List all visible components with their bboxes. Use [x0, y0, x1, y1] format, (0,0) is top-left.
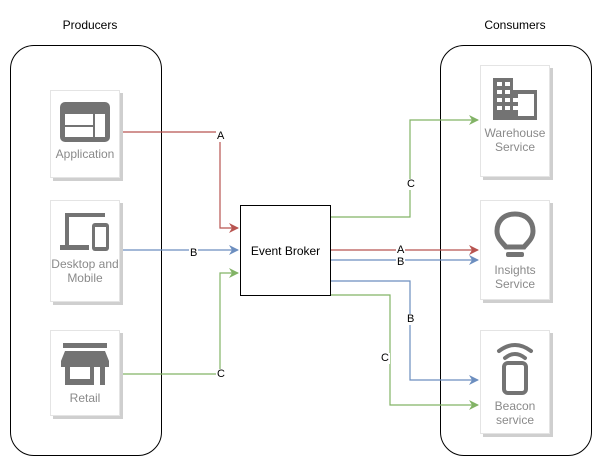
consumer-card-warehouse[interactable]: Warehouse Service [480, 65, 550, 177]
producers-title: Producers [62, 18, 118, 32]
wire-retail-to-broker [120, 268, 239, 375]
producer-label: Application [55, 147, 115, 161]
lightbulb-icon [494, 211, 536, 257]
wire-label-c: C [406, 178, 416, 190]
building-icon [493, 78, 537, 120]
consumers-title: Consumers [484, 18, 546, 32]
wire-label-b: B [406, 313, 416, 325]
consumer-label: Warehouse Service [484, 126, 546, 154]
wire-label-a: A [216, 130, 226, 142]
producer-card-retail[interactable]: Retail [50, 330, 120, 416]
producer-label: Desktop and Mobile [51, 257, 119, 285]
storefront-icon [61, 343, 109, 385]
wire-label-b: B [396, 256, 406, 268]
beacon-phone-icon [497, 343, 533, 395]
wire-broker-to-beacon-b [331, 280, 479, 385]
consumer-card-insights[interactable]: Insights Service [480, 200, 550, 300]
producer-label: Retail [69, 391, 101, 405]
wire-label-c: C [380, 352, 390, 364]
wire-application-to-broker [120, 131, 239, 233]
consumer-label: Insights Service [494, 263, 536, 291]
event-broker-node[interactable]: Event Broker [240, 205, 331, 296]
event-broker-label: Event Broker [250, 243, 321, 258]
consumer-label: Beacon service [494, 399, 536, 427]
desktop-mobile-icon [60, 213, 109, 251]
wire-broker-to-beacon-c [331, 294, 479, 410]
producer-card-desktop-mobile[interactable]: Desktop and Mobile [50, 200, 120, 302]
wire-label-c: C [216, 368, 226, 380]
wire-broker-to-warehouse [331, 115, 479, 218]
application-window-icon [60, 102, 110, 142]
wire-label-b: B [189, 247, 199, 259]
consumer-card-beacon[interactable]: Beacon service [480, 330, 550, 434]
wire-label-a: A [396, 244, 406, 256]
producer-card-application[interactable]: Application [50, 90, 120, 178]
